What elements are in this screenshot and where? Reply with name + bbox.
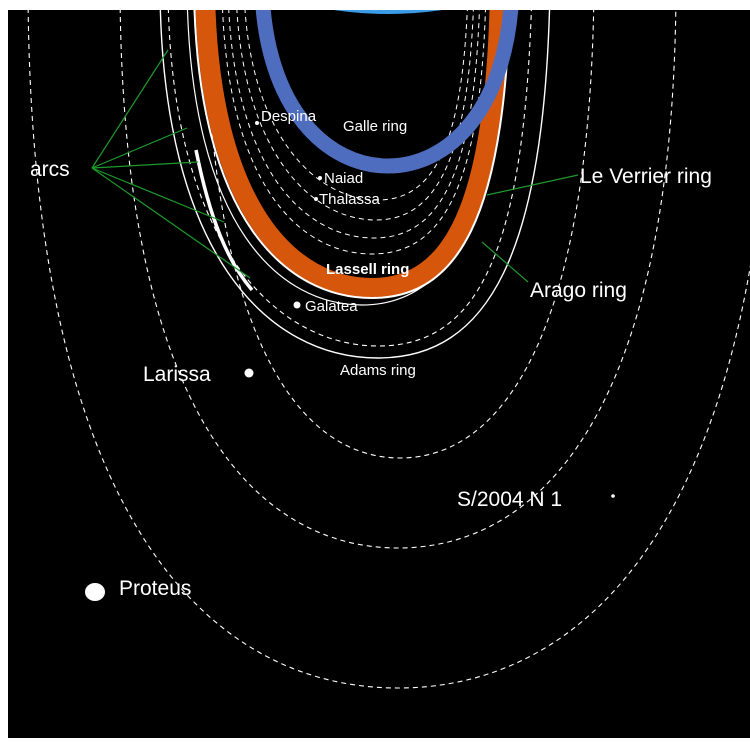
label-s2004-n1: S/2004 N 1 [457, 488, 562, 511]
label-adams-ring: Adams ring [340, 362, 416, 379]
arcs-leader-1 [91, 49, 169, 169]
label-despina: Despina [261, 108, 317, 125]
moon-galatea [293, 301, 301, 309]
moon-proteus [85, 583, 105, 601]
label-thalassa: Thalassa [319, 191, 381, 208]
label-lassell-ring: Lassell ring [326, 261, 409, 278]
label-le-verrier-ring: Le Verrier ring [580, 165, 712, 188]
le-verrier-ring [222, 10, 486, 255]
label-proteus: Proteus [119, 577, 191, 600]
adams-ring-arcs [194, 149, 254, 292]
lassell-ring-band [195, 10, 510, 299]
adams-ring [159, 10, 551, 359]
moon-s2004-n1 [611, 494, 615, 498]
arcs-leader-3 [91, 161, 199, 169]
label-larissa: Larissa [143, 363, 211, 386]
label-arago-ring: Arago ring [530, 279, 627, 302]
neptune-planet [333, 10, 443, 14]
moon-larissa [244, 368, 254, 378]
space-background [8, 10, 750, 738]
moon-despina [255, 121, 259, 125]
label-naiad: Naiad [324, 170, 363, 187]
label-galle-ring: Galle ring [343, 118, 407, 135]
arcs-leader-5 [91, 167, 251, 279]
orbit-thalassa [236, 10, 474, 221]
lassell-ring-edge [193, 10, 511, 300]
arago-leader [481, 241, 529, 283]
arcs-leader-4 [91, 167, 225, 223]
arcs-leader-lines [91, 49, 251, 279]
arcs-leader-2 [91, 127, 188, 169]
inner-orbits [222, 10, 486, 255]
le-verrier-leader [486, 174, 579, 196]
moon-thalassa [314, 197, 318, 201]
label-arcs: arcs [30, 158, 70, 181]
orbit-s2004-n1 [119, 10, 677, 549]
galle-ring [255, 10, 519, 174]
orbit-despina [228, 10, 480, 239]
orbit-proteus [27, 10, 750, 689]
label-galatea: Galatea [305, 298, 358, 315]
orbit-naiad [244, 10, 468, 201]
moon-naiad [318, 176, 322, 180]
orbit-galatea [167, 10, 532, 347]
